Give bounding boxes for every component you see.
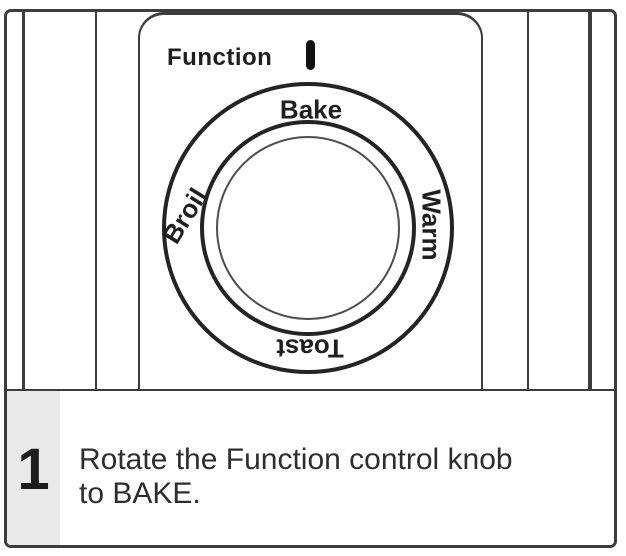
oven-control-illustration: Function Bake Warm Toast Broil bbox=[7, 12, 614, 389]
manual-figure-frame: Function Bake Warm Toast Broil 1 Rotate … bbox=[4, 9, 617, 548]
function-knob-title: Function bbox=[167, 44, 273, 71]
step-instruction: Rotate the Function control knob to BAKE… bbox=[79, 443, 513, 511]
knob-position-indicator-mark bbox=[306, 40, 315, 70]
step-instruction-line-1: Rotate the Function control knob bbox=[79, 443, 513, 476]
dial-label-toast: Toast bbox=[276, 333, 344, 364]
step-caption-row: 1 Rotate the Function control knob to BA… bbox=[7, 391, 614, 545]
dial-label-bake: Bake bbox=[279, 94, 343, 125]
step-instruction-line-2: to BAKE. bbox=[79, 477, 201, 510]
oven-edge-line-left-inner bbox=[95, 12, 97, 389]
oven-edge-line-left-outer bbox=[22, 12, 25, 389]
oven-edge-line-right-inner bbox=[527, 12, 529, 389]
step-number-badge: 1 bbox=[7, 391, 60, 545]
knob-outer-ring bbox=[162, 82, 454, 374]
oven-edge-line-right-outer bbox=[588, 12, 592, 389]
knob-inner-ring bbox=[216, 136, 400, 320]
step-number: 1 bbox=[17, 437, 50, 502]
figure-caption-divider bbox=[7, 389, 614, 391]
knob-body[interactable] bbox=[200, 120, 416, 336]
dial-label-warm: Warm bbox=[416, 189, 447, 261]
